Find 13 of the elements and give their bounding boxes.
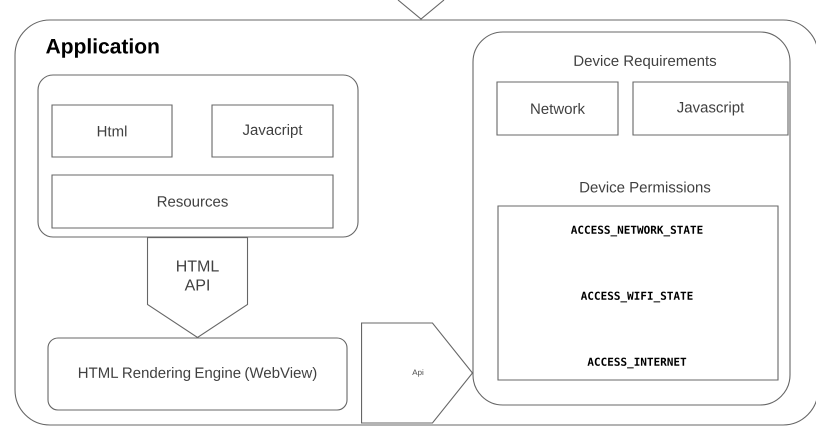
- group-box: [37, 74, 359, 238]
- block-arrow: [146, 236, 248, 338]
- component-box: Resources: [51, 174, 334, 229]
- component-box: Javacript: [211, 104, 334, 158]
- edge-label: HTML API: [177, 260, 219, 290]
- block-arrow: [361, 322, 474, 424]
- requirement-box: Javascript: [632, 81, 789, 136]
- requirement-box: Network: [496, 81, 619, 136]
- edge-label: Api: [412, 369, 424, 377]
- permissions-box: Device Permissions ACCESS_NETWORK_STATE ACCESS_WIFI_STATE ACCESS_INTERNET: [497, 181, 779, 381]
- node-label: Device Permissions: [580, 181, 710, 192]
- component-box: Html: [51, 104, 173, 158]
- engine-box: HTML Rendering Engine (WebView): [47, 337, 348, 411]
